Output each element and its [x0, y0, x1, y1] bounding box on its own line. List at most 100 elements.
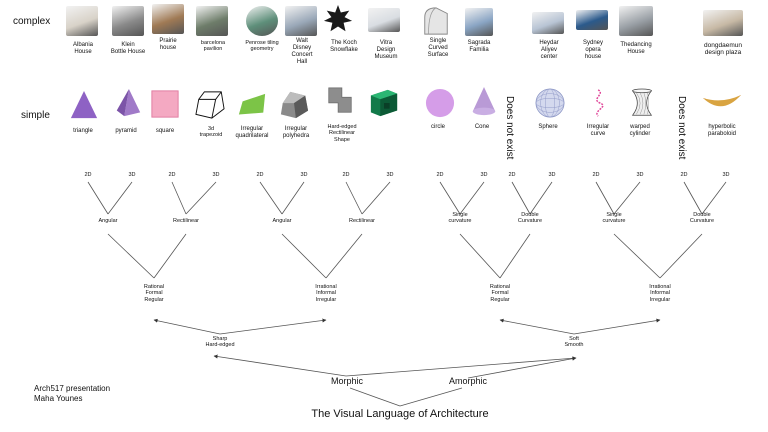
klein-bottle-house-image [112, 6, 144, 36]
label-walt-disney-concert-hall: Walt Disney Concert Hall [291, 38, 313, 65]
irregular-polyhedra-shape [280, 91, 309, 119]
link-dim2d-to-node-5 [511, 181, 531, 215]
triangle-shape [70, 90, 98, 119]
square-shape [151, 90, 179, 118]
single-curved-surface-image [424, 7, 448, 35]
hard-edged-rectilinear-shape [328, 87, 352, 113]
node-sharp-hard-edged: Sharp Hard-edged [205, 336, 235, 349]
dongdaemun-design-plaza-image [703, 10, 743, 36]
link-dim3d-to-node-4 [459, 181, 485, 215]
label-triangle: triangle [73, 128, 93, 134]
link-l2a-to-l3-0 [107, 233, 155, 279]
presentation-credit: Arch517 presentation Maha Younes [34, 384, 110, 405]
link-sharp-to-rational [153, 318, 221, 335]
dim-label-3d: 3D [386, 172, 394, 178]
koch-snowflake-image [323, 4, 353, 32]
row-label-simple: simple [21, 110, 50, 121]
node-angular-2: Angular [272, 218, 292, 224]
node-rectilinear-2: Rectilinear [349, 218, 375, 224]
label-albania-house: Albania House [72, 42, 93, 55]
label-dongdaemun-design-plaza: dongdaemun design plaza [704, 42, 742, 57]
link-soft-to-irrational [573, 318, 661, 335]
dim-label-3d: 3D [300, 172, 308, 178]
irregular-curve-shape [596, 89, 604, 117]
label-vitra-design-museum: Vitra Design Museum [374, 40, 398, 60]
dim-label-2d: 2D [342, 172, 350, 178]
node-single-curvature-1: Single curvature [448, 212, 472, 225]
label-irregular-curve: Irregular curve [586, 124, 610, 137]
dancing-house-image [619, 6, 653, 36]
label-heydar-aliyev-center: Heydar Aliyev center [539, 40, 559, 60]
node-irrational-informal-irregular-2: Irrational Informal Irregular [649, 284, 671, 303]
node-double-curvature-2: Double Curvature [689, 212, 715, 225]
green-3d-block-shape [370, 89, 398, 117]
label-penrose-tiling: Penrose tiling geometry [245, 40, 279, 53]
label-sydney-opera-house: Sydney opera house [582, 40, 603, 60]
trapezoid-3d-shape [195, 91, 225, 119]
label-cone: Cone [474, 124, 490, 130]
hyperbolic-paraboloid-shape [703, 95, 741, 107]
sydney-opera-house-image [576, 10, 608, 30]
link-dim2d-to-node-7 [683, 181, 703, 215]
node-rectilinear-1: Rectilinear [173, 218, 199, 224]
does-not-exist-label-right: Does not exist [676, 96, 687, 160]
link-dim3d-to-node-2 [281, 181, 305, 215]
sphere-shape [535, 88, 565, 118]
dim-label-2d: 2D [680, 172, 688, 178]
label-pyramid: pyramid [115, 128, 137, 134]
dim-label-3d: 3D [480, 172, 488, 178]
node-amorphic: Amorphic [448, 376, 487, 386]
label-prairie-house: Prairie house [159, 38, 177, 51]
dim-label-2d: 2D [508, 172, 516, 178]
node-rational-formal-regular-1: Rational Formal Regular [143, 284, 165, 303]
sagrada-familia-image [465, 8, 493, 36]
label-hard-edged-shape: Hard-edged Rectilinear Shape [327, 124, 357, 143]
pyramid-shape [116, 88, 141, 117]
link-dim3d-to-node-1 [185, 181, 217, 215]
link-l2b-to-l3-2 [499, 233, 531, 279]
node-irrational-informal-irregular-1: Irrational Informal Irregular [315, 284, 337, 303]
dim-label-3d: 3D [548, 172, 556, 178]
link-dim3d-to-node-0 [107, 181, 133, 215]
label-3d-trapezoid: 3d trapezoid [199, 126, 223, 139]
label-circle: circle [430, 124, 445, 130]
node-soft-smooth: Soft Smooth [564, 336, 584, 349]
link-l2b-to-l3-0 [153, 233, 187, 279]
node-single-curvature-2: Single curvature [602, 212, 626, 225]
label-barcelona-pavilion: barcelona pavilion [200, 40, 226, 53]
label-sphere: Sphere [538, 124, 558, 130]
link-dim3d-to-node-6 [613, 181, 641, 215]
link-soft-to-rational [499, 318, 575, 335]
albania-house-image [66, 6, 98, 36]
dim-label-2d: 2D [84, 172, 92, 178]
link-l2a-to-l3-3 [613, 233, 661, 279]
link-l2b-to-l3-3 [659, 233, 703, 279]
link-dim3d-to-node-7 [701, 181, 727, 215]
link-morphic-to-soft [345, 356, 577, 377]
walt-disney-concert-hall-image [285, 6, 317, 36]
link-morphic-to-sharp [213, 354, 347, 377]
diagram-title: The Visual Language of Architecture [311, 408, 489, 420]
node-angular-1: Angular [98, 218, 118, 224]
link-dim3d-to-node-3 [361, 181, 391, 215]
prairie-house-image [152, 4, 184, 34]
label-irregular-quadrilateral: Irregular quadrilateral [235, 126, 269, 139]
row-label-complex: complex [13, 16, 51, 27]
label-single-curved-surface: Single Curved Surface [427, 38, 449, 58]
dim-label-2d: 2D [168, 172, 176, 178]
link-sharp-to-irrational [219, 318, 327, 335]
vitra-design-museum-image [368, 8, 400, 32]
link-dim2d-to-node-3 [345, 181, 363, 215]
link-dim2d-to-node-4 [439, 181, 461, 215]
barcelona-pavilion-image [196, 6, 228, 36]
link-title-to-morphic [349, 387, 401, 407]
dim-label-2d: 2D [256, 172, 264, 178]
link-dim2d-to-node-6 [595, 181, 615, 215]
label-hyperbolic-paraboloid: hyperbolic paraboloid [707, 124, 737, 137]
node-double-curvature-1: Double Curvature [517, 212, 543, 225]
link-title-to-amorphic [399, 387, 463, 407]
link-dim2d-to-node-1 [171, 181, 187, 215]
label-dancing-house: Thedancing House [620, 42, 652, 55]
